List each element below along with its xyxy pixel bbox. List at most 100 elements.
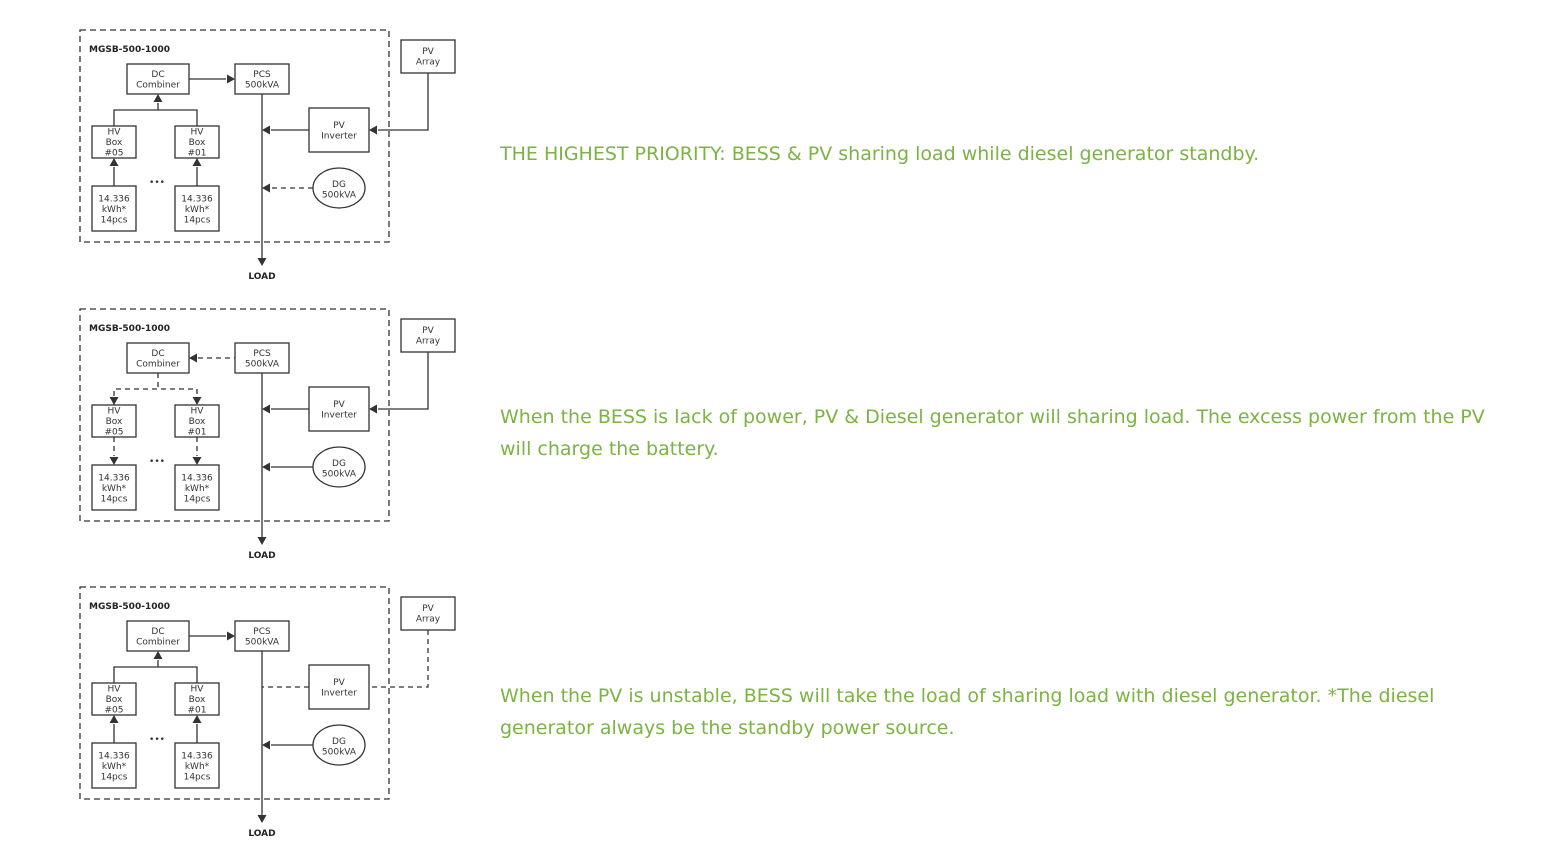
battery-left-label-line-2: kWh*	[102, 205, 127, 215]
battery-left-arrow	[109, 457, 119, 465]
battery-right-label-line-3: 14pcs	[184, 216, 211, 226]
pv-inverter-label-line-2: Inverter	[321, 688, 357, 698]
model-label: MGSB-500-1000	[89, 602, 170, 612]
model-label: MGSB-500-1000	[89, 45, 170, 55]
pv-inverter-box	[308, 664, 370, 710]
hv-to-combiner-arrow	[153, 651, 163, 659]
model-label: MGSB-500-1000	[89, 324, 170, 334]
combiner-to-hv-right-arrow	[192, 397, 202, 405]
hv-box-left-label-line-2: Box	[106, 417, 123, 427]
hv-bus-line	[113, 388, 198, 405]
hv-box-right-label-line-1: HV	[191, 128, 205, 138]
dc-combiner-label-line-1: DC	[151, 627, 164, 637]
pv-inverter-arrow	[262, 125, 270, 135]
battery-left-label-line-2: kWh*	[102, 484, 127, 494]
dc-combiner-box	[126, 342, 190, 374]
load-arrow	[257, 537, 267, 545]
battery-left-label-line-3: 14pcs	[101, 495, 128, 505]
battery-right-label-line-1: 14.336	[181, 752, 213, 762]
dg-label-line-1: DG	[332, 737, 346, 747]
load-label: LOAD	[248, 829, 275, 839]
hv-box-left-label-line-1: HV	[108, 685, 122, 695]
battery-left-label-line-3: 14pcs	[101, 216, 128, 226]
pv-array-label-line-2: Array	[416, 57, 441, 67]
dc-combiner-label-line-2: Combiner	[136, 359, 180, 369]
system-boundary	[79, 308, 390, 522]
hv-box-left-label-line-2: Box	[106, 138, 123, 148]
battery-right-box	[174, 464, 220, 511]
hv-box-left-label-line-2: Box	[106, 695, 123, 705]
hv-box-left-label-line-1: HV	[108, 128, 122, 138]
battery-right-arrow	[192, 715, 202, 723]
dg-arrow	[262, 462, 270, 472]
hv-box-left-label-line-3: #05	[105, 706, 124, 716]
battery-right-label-line-2: kWh*	[185, 484, 210, 494]
battery-left-label-line-1: 14.336	[98, 474, 130, 484]
hv-bus-line	[113, 666, 198, 683]
dc-combiner-label-line-1: DC	[151, 70, 164, 80]
pv-array-arrow	[369, 125, 377, 135]
battery-right-box	[174, 185, 220, 232]
battery-right-label-line-3: 14pcs	[184, 773, 211, 783]
combiner-pcs-arrow	[227, 74, 235, 84]
battery-right-label-line-2: kWh*	[185, 762, 210, 772]
pv-array-arrow	[369, 404, 377, 414]
battery-left-label-line-3: 14pcs	[101, 773, 128, 783]
battery-left-arrow	[109, 158, 119, 166]
hv-bus-line	[113, 109, 198, 126]
hv-box-right-label-line-1: HV	[191, 685, 205, 695]
pv-inverter-label-line-2: Inverter	[321, 131, 357, 141]
pcs-label-line-1: PCS	[253, 627, 271, 637]
load-arrow	[257, 258, 267, 266]
pcs-box	[234, 620, 290, 652]
hv-box-right-label-line-3: #01	[188, 428, 207, 438]
hv-box-right-label-line-2: Box	[189, 138, 206, 148]
hv-box-right-label-line-2: Box	[189, 417, 206, 427]
hv-box-right	[174, 125, 220, 159]
battery-right-label-line-3: 14pcs	[184, 495, 211, 505]
scenario-description-3: When the PV is unstable, BESS will take …	[500, 685, 1435, 739]
pv-inverter-arrow	[262, 404, 270, 414]
hv-box-right-label-line-3: #01	[188, 149, 207, 159]
hv-box-right-label-line-2: Box	[189, 695, 206, 705]
battery-right-label-line-2: kWh*	[185, 205, 210, 215]
ellipsis-label: •••	[149, 178, 165, 188]
dg-label-line-2: 500kVA	[322, 469, 357, 479]
battery-right-label-line-1: 14.336	[181, 195, 213, 205]
pv-inverter-label-line-1: PV	[333, 400, 345, 410]
pv-array-label-line-2: Array	[416, 614, 441, 624]
pcs-label-line-2: 500kVA	[245, 359, 280, 369]
pv-array-box	[400, 39, 456, 74]
load-label: LOAD	[248, 272, 275, 282]
battery-right-box	[174, 742, 220, 789]
pv-array-label-line-1: PV	[422, 604, 434, 614]
pv-array-box	[400, 596, 456, 631]
hv-box-left-label-line-3: #05	[105, 149, 124, 159]
pv-array-link	[378, 352, 429, 410]
pcs-label-line-2: 500kVA	[245, 80, 280, 90]
battery-left-label-line-1: 14.336	[98, 752, 130, 762]
dg-label-line-1: DG	[332, 459, 346, 469]
hv-box-left	[91, 682, 137, 716]
pv-array-label-line-1: PV	[422, 326, 434, 336]
dc-combiner-label-line-2: Combiner	[136, 637, 180, 647]
ellipsis-label: •••	[149, 457, 165, 467]
battery-right-arrow	[192, 158, 202, 166]
hv-box-left-label-line-1: HV	[108, 407, 122, 417]
pv-inverter-label-line-1: PV	[333, 121, 345, 131]
pcs-label-line-1: PCS	[253, 349, 271, 359]
ellipsis-label: •••	[149, 735, 165, 745]
dg-arrow	[262, 183, 270, 193]
hv-box-right	[174, 682, 220, 716]
pv-array-label-line-2: Array	[416, 336, 441, 346]
battery-left-box	[91, 185, 137, 232]
scenario-description-2: When the BESS is lack of power, PV & Die…	[500, 406, 1485, 460]
dg-label-line-2: 500kVA	[322, 190, 357, 200]
system-boundary	[79, 29, 390, 243]
load-arrow	[257, 815, 267, 823]
